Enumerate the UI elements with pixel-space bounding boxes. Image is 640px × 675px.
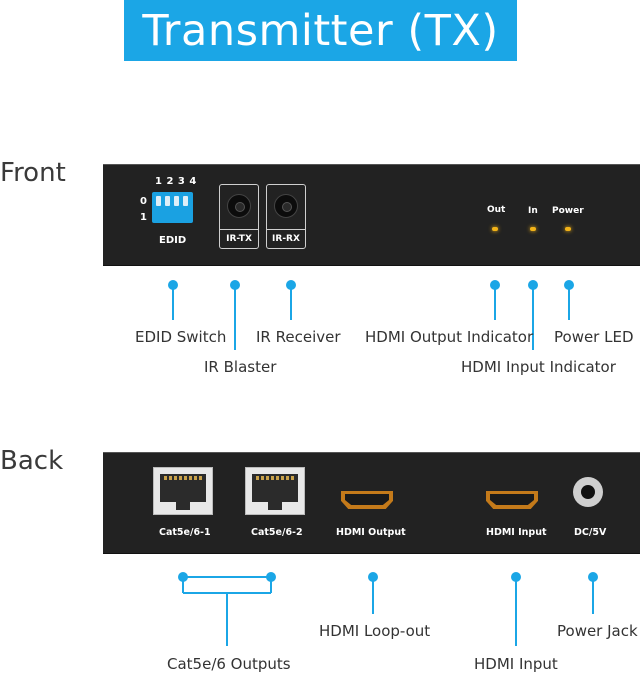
hdmi-input-leader-dot [511,572,521,582]
dip-toggle-1[interactable] [156,196,161,206]
hdmi-output-port[interactable] [341,491,393,509]
power-jack-leader-dot [588,572,598,582]
edid-dip-switch[interactable] [152,192,193,223]
dip-one-label: 1 [140,212,147,223]
in-led-leader-dot [528,280,538,290]
hdmi-input-port[interactable] [486,491,538,509]
ir-rx-port[interactable]: IR-RX [266,184,306,249]
cat2-leader-dot [266,572,276,582]
led-in-label: In [528,206,538,216]
out-led-leader-dot [490,280,500,290]
power-led-leader-dot [564,280,574,290]
page-title: Transmitter (TX) [124,0,517,61]
cat2-label: Cat5e/6-2 [251,527,303,538]
hdmi-input-label: HDMI Input [486,527,547,538]
front-section-label: Front [0,158,66,188]
back-panel: Cat5e/6-1 Cat5e/6-2 HDMI Output HDMI Inp… [103,452,640,554]
cat1-label: Cat5e/6-1 [159,527,211,538]
back-section-label: Back [0,446,64,476]
rj45-1-pins [164,476,202,480]
led-out-label: Out [487,205,506,215]
hdmi-output-led [492,227,498,231]
callout-power-led: Power LED [554,328,634,346]
callout-hdmi-output-indicator: HDMI Output Indicator [365,328,534,346]
led-power-label: Power [552,206,584,216]
ir-tx-jack-icon [227,194,251,218]
dip-toggle-3[interactable] [174,196,179,206]
callout-power-jack: Power Jack [557,622,638,640]
callout-hdmi-input-indicator: HDMI Input Indicator [461,358,616,376]
cat1-leader-dot [178,572,188,582]
callout-hdmi-loopout: HDMI Loop-out [319,622,431,640]
front-panel: 1 2 3 4 0 1 EDID IR-TX IR-RX Out In Powe… [103,164,640,266]
ir-receiver-leader-dot [286,280,296,290]
dip-zero-label: 0 [140,196,147,207]
callout-hdmi-input: HDMI Input [474,655,558,673]
dip-numbers: 1 2 3 4 [155,176,197,187]
cat-port-2[interactable] [245,467,305,515]
hdmi-loopout-leader-dot [368,572,378,582]
dc-power-jack[interactable] [573,477,603,507]
ir-blaster-leader-dot [230,280,240,290]
ir-tx-port[interactable]: IR-TX [219,184,259,249]
hdmi-output-label: HDMI Output [336,527,406,538]
edid-leader-dot [168,280,178,290]
ir-tx-label: IR-TX [220,229,258,248]
ir-rx-jack-icon [274,194,298,218]
cat-port-1[interactable] [153,467,213,515]
callout-cat-outputs: Cat5e/6 Outputs [167,655,291,673]
hdmi-input-led [530,227,536,231]
dip-toggle-2[interactable] [165,196,170,206]
dc-label: DC/5V [574,527,607,538]
callout-edid-switch: EDID Switch [135,328,227,346]
callout-ir-blaster: IR Blaster [204,358,277,376]
edid-label: EDID [159,235,187,246]
ir-rx-label: IR-RX [267,229,305,248]
dip-toggle-4[interactable] [183,196,188,206]
rj45-2-pins [256,476,294,480]
power-led [565,227,571,231]
callout-ir-receiver: IR Receiver [256,328,341,346]
